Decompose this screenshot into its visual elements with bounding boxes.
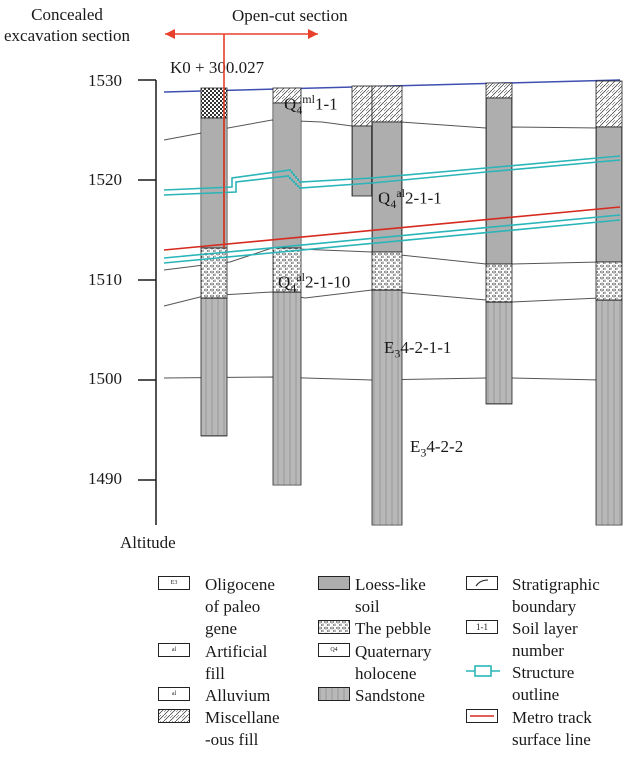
concealed-section-label: Concealed excavation section <box>4 5 131 45</box>
open-cut-section-label: Open-cut section <box>232 6 348 25</box>
legend-pebble: The pebble <box>355 619 431 638</box>
layer-label-q4al-2-1-1: Q4al2-1-1 <box>378 186 442 212</box>
axis-title: Altitude <box>120 533 176 552</box>
artificial-fill-symbol: al <box>158 643 190 657</box>
misc-fill-symbol <box>158 709 190 723</box>
metro-track-symbol <box>466 709 498 723</box>
legend-alluvium: Alluvium <box>205 686 271 705</box>
layer-label-q4al-2-1-10: Q4al2-1-10 <box>278 270 351 296</box>
loess-symbol <box>318 576 350 590</box>
legend-sandstone: Sandstone <box>355 686 425 705</box>
sandstone-symbol <box>318 687 350 701</box>
alluvium-symbol: al <box>158 687 190 701</box>
oligocene-symbol: E3 <box>158 576 190 590</box>
quaternary-symbol: Q4 <box>318 643 350 657</box>
legend-misc-fill: Miscellane-ous fill <box>205 708 280 749</box>
layer-label-e3-4-2-1-1: E34-2-1-1 <box>384 338 452 361</box>
tick-label-1500: 1500 <box>88 369 122 388</box>
tick-label-1490: 1490 <box>88 469 122 488</box>
soil-layer-number-symbol: 1-1 <box>466 620 498 634</box>
tick-label-1530: 1530 <box>88 71 122 90</box>
chainage-label: K0 + 300.027 <box>170 58 265 77</box>
layer-label-q4ml-1-1: Q4ml1-1 <box>284 92 338 118</box>
layer-label-e3-4-2-2: E34-2-2 <box>410 437 464 460</box>
stratigraphic-boundary-symbol <box>466 576 498 590</box>
tick-label-1510: 1510 <box>88 270 122 289</box>
pebble-symbol <box>318 620 350 634</box>
tick-label-1520: 1520 <box>88 170 122 189</box>
structure-outline-symbol <box>466 665 500 677</box>
